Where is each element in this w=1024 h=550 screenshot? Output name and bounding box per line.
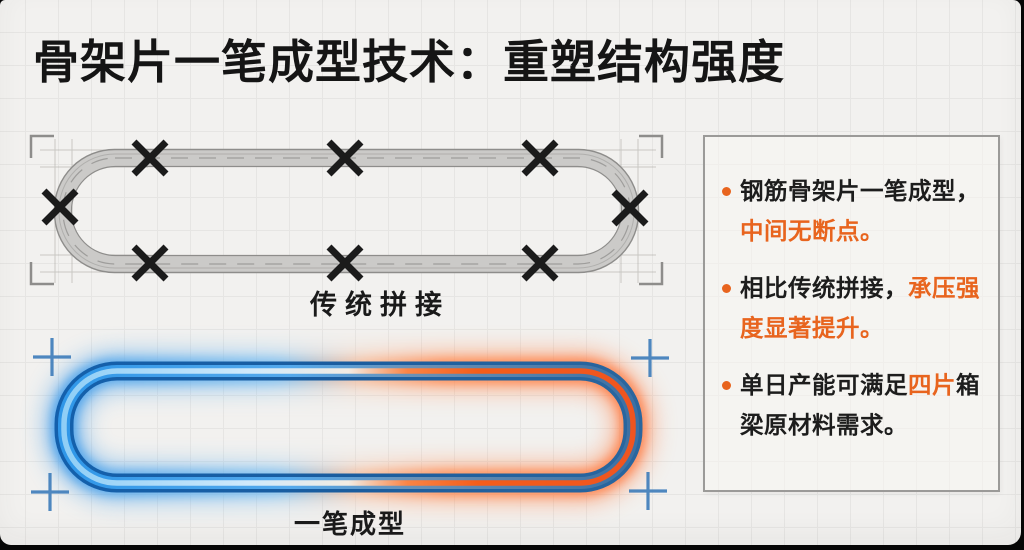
registration-crosses [31,338,669,511]
bullet-highlight: 承压强度显著提升。 [740,275,980,341]
x-mark-icon [131,244,169,282]
bullet-text: 钢筋骨架片一笔成型， [740,178,980,204]
tube-glow-outer [45,352,652,502]
splice-x-marks [41,139,649,282]
list-item: 相比传统拼接，承压强度显著提升。 [722,268,988,348]
one-stroke-diagram [31,338,669,511]
bullet-text: 相比传统拼接， [740,275,908,301]
corner-bracket-icon [639,134,664,158]
page-title: 骨架片一笔成型技术：重塑结构强度 [33,36,785,88]
corner-bracket-icon [29,262,54,286]
registration-cross-icon [629,472,667,510]
registration-cross-icon [31,473,69,511]
gray-tube-centerline [62,157,631,265]
gray-tube-inner-edge [70,165,623,257]
list-item: 钢筋骨架片一笔成型， 中间无断点。 [722,171,988,251]
x-mark-icon [131,139,169,177]
key-points-list: 钢筋骨架片一笔成型， 中间无断点。 相比传统拼接，承压强度显著提升。 单日产能可满… [705,137,998,445]
bullet-highlight: 四片 [908,372,956,398]
bullet-highlight: 中间无断点。 [740,218,884,244]
gray-tube-band [54,149,639,273]
one-stroke-label: 一笔成型 [293,509,406,539]
x-mark-icon [521,139,559,177]
x-mark-icon [611,189,649,227]
key-points-panel: 钢筋骨架片一笔成型， 中间无断点。 相比传统拼接，承压强度显著提升。 单日产能可满… [703,135,1000,492]
corner-bracket-icon [639,262,664,286]
traditional-splice-label: 传统拼接 [310,290,450,320]
list-item: 单日产能可满足四片箱梁原材料需求。 [722,365,988,445]
x-mark-icon [326,139,364,177]
x-mark-icon [326,244,364,282]
bullet-text: 单日产能可满足 [740,372,908,398]
x-mark-icon [521,244,559,282]
traditional-splice-diagram [29,134,664,286]
registration-cross-icon [33,338,71,376]
tube-core-stripe [61,368,636,486]
corner-bracket-icon [29,134,54,158]
bullet-text: 箱梁原材料需求。 [740,372,980,438]
x-mark-icon [41,188,79,226]
registration-cross-icon [631,339,669,377]
corner-bracket-marks [29,134,664,286]
